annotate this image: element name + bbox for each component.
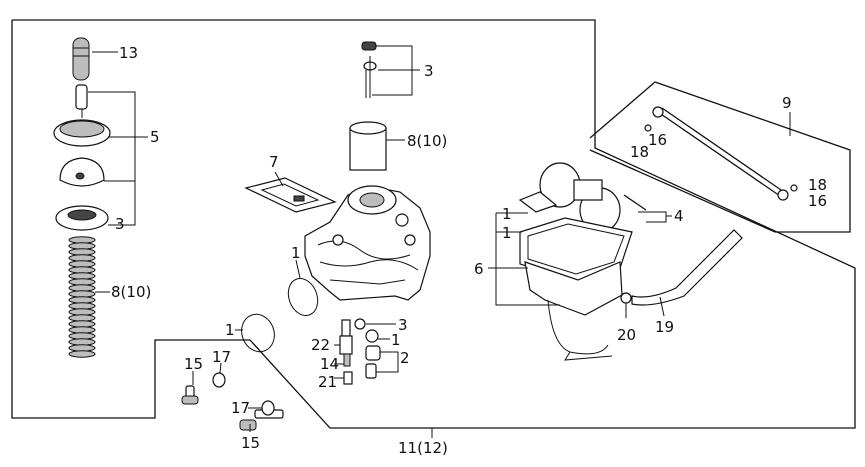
label-17-b: 17: [231, 399, 250, 417]
label-4: 4: [674, 207, 684, 225]
drain-tube: [631, 229, 743, 306]
throttle-slide: [349, 121, 405, 171]
label-15-b: 15: [241, 434, 260, 452]
drain-screw-a: [181, 372, 226, 405]
label-1-float-a: 1: [502, 205, 512, 223]
label-1-oring: 1: [291, 244, 301, 262]
label-8-10-center: 8(10): [407, 132, 447, 150]
label-3-jets: 3: [398, 316, 408, 334]
link-assembly-boundary: [589, 81, 851, 233]
slide-spring: [68, 236, 96, 358]
label-7: 7: [269, 153, 279, 171]
label-1-float-b: 1: [502, 224, 512, 242]
label-8-10-left: 8(10): [111, 283, 151, 301]
label-3-top: 3: [424, 62, 434, 80]
throttle-screw: [361, 41, 377, 98]
carburetor-body: [304, 185, 431, 301]
tube-clip: [620, 292, 632, 304]
label-22: 22: [311, 336, 330, 354]
label-2: 2: [400, 349, 410, 367]
label-16-a: 16: [648, 131, 667, 149]
label-3-left: 3: [115, 215, 125, 233]
o-ring-lower: [241, 313, 275, 353]
label-14: 14: [320, 355, 339, 373]
main-jet-stack: [339, 318, 381, 385]
label-18-b: 18: [808, 176, 827, 194]
float-assembly: [518, 162, 621, 233]
link-rod: [644, 106, 798, 201]
label-9: 9: [782, 94, 792, 112]
label-15-a: 15: [184, 355, 203, 373]
label-1-lower: 1: [225, 321, 235, 339]
kit-boundary: [11, 19, 856, 429]
label-6: 6: [474, 260, 484, 278]
drain-screw-b: [239, 400, 284, 431]
diaphragm-cup: [59, 157, 105, 187]
o-ring: [287, 278, 319, 316]
float-bowl-gasket: [244, 177, 337, 213]
label-11-12: 11(12): [398, 439, 448, 457]
label-18-a: 18: [630, 143, 649, 161]
jet-needle: [75, 84, 88, 118]
label-13: 13: [119, 44, 138, 62]
label-20: 20: [617, 326, 636, 344]
label-19: 19: [655, 318, 674, 336]
float-pin: [623, 194, 647, 211]
diaphragm-ring: [53, 119, 111, 147]
label-1-jets: 1: [391, 331, 401, 349]
needle-cap: [72, 37, 90, 81]
spring-seat: [55, 205, 109, 231]
label-16-b: 16: [808, 192, 827, 210]
label-17-a: 17: [212, 348, 231, 366]
label-21: 21: [318, 373, 337, 391]
label-5: 5: [150, 128, 160, 146]
float-chamber: [524, 261, 623, 361]
